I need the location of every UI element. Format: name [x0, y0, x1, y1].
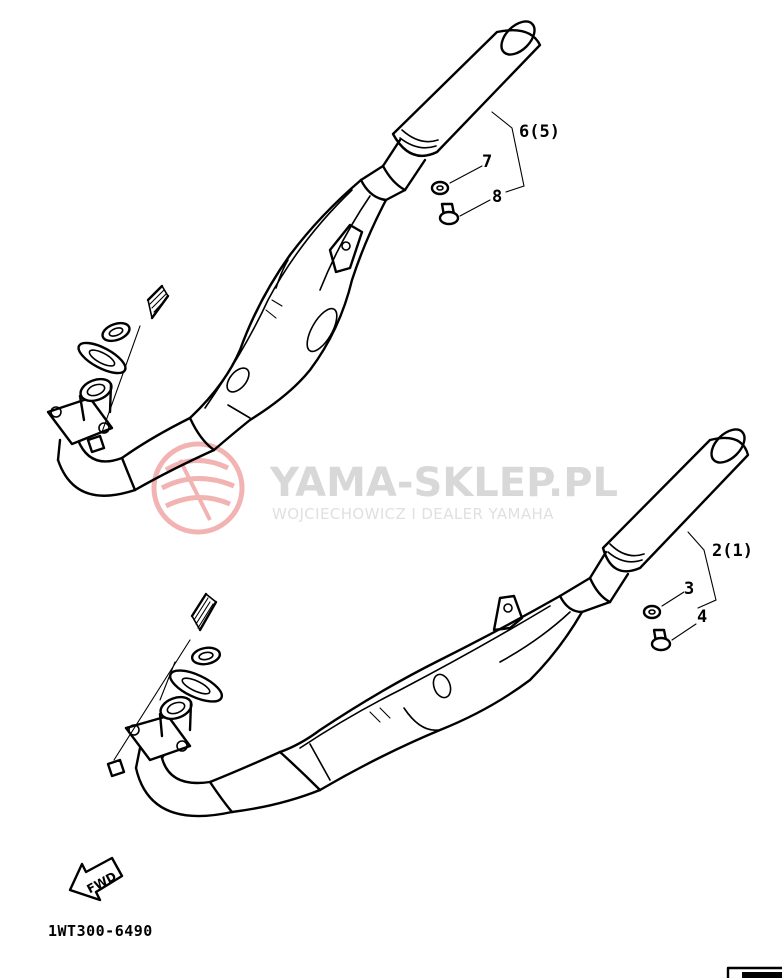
upper-stud-hardware	[77, 284, 170, 433]
upper-expansion-chamber	[188, 178, 388, 452]
forward-direction-arrow: FWD	[68, 856, 124, 902]
upper-leader-lines	[449, 111, 525, 217]
callout-lower-bolt: 4	[697, 607, 707, 627]
upper-tail-pipe	[359, 138, 427, 202]
callout-upper-bolt: 8	[492, 187, 502, 207]
corner-frame	[726, 966, 782, 978]
callout-lower-gasket: 3	[684, 579, 694, 599]
upper-small-parts	[430, 180, 460, 226]
lower-silencer	[601, 428, 750, 573]
upper-silencer	[391, 20, 542, 157]
lower-tail-pipe	[558, 550, 630, 614]
watermark-logo	[151, 441, 245, 535]
watermark-title: YAMA-SKLEP.PL	[269, 460, 618, 506]
upper-header-pipe	[46, 377, 216, 497]
lower-small-parts	[642, 604, 672, 652]
lower-header-pipe	[106, 695, 322, 818]
callout-upper-gasket: 7	[482, 152, 492, 172]
lower-exhaust-assembly: 2(1) 3 4	[106, 428, 753, 818]
diagram-code: 1WT300-6490	[48, 922, 153, 940]
callout-lower-assembly: 2(1)	[712, 541, 753, 561]
lower-expansion-chamber	[278, 594, 584, 792]
watermark-subtitle: WOJCIECHOWICZ I DEALER YAMAHA	[272, 505, 554, 523]
lower-leader-lines	[661, 531, 717, 641]
upper-exhaust-assembly: 6(5) 7 8	[46, 20, 560, 497]
callout-upper-assembly: 6(5)	[519, 122, 560, 142]
watermark: YAMA-SKLEP.PL WOJCIECHOWICZ I DEALER YAM…	[151, 441, 618, 535]
lower-stud-hardware	[113, 592, 223, 761]
